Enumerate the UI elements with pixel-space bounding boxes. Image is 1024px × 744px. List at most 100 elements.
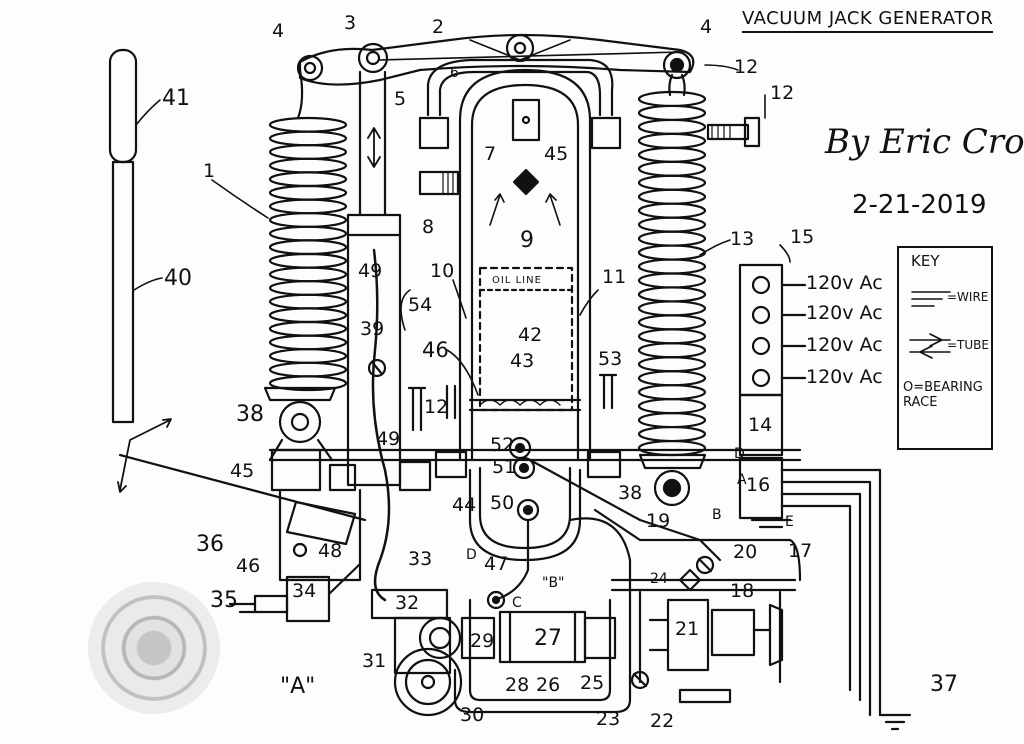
spring-coil: [637, 272, 707, 289]
outlet-strip: [738, 263, 784, 397]
spring-coil: [268, 198, 348, 215]
part-label-42: 42: [518, 324, 543, 346]
leader-54: [400, 289, 411, 331]
spring-coil: [268, 280, 348, 296]
diagram-date: 2-21-2019: [852, 190, 987, 220]
pivot-bearing-left: [296, 54, 324, 82]
spring-coil: [268, 375, 348, 392]
spring-coil: [637, 356, 707, 373]
motion-arrow-vertical: [367, 127, 381, 168]
pencil-41: [108, 48, 138, 164]
part-34-pivot: [292, 542, 308, 558]
diagram-title: VACUUM JACK GENERATOR: [742, 8, 994, 33]
part-35-lead: [228, 602, 257, 614]
part-label-51: 51: [492, 456, 517, 478]
part-label-25: 25: [580, 672, 605, 694]
notary-seal: [88, 582, 220, 714]
leader-11: [579, 289, 599, 316]
spring-coil: [268, 184, 348, 201]
spring-coil: [637, 342, 707, 359]
valve-20-slash: [697, 557, 713, 573]
spring-coil: [268, 293, 348, 310]
node-51: [512, 456, 536, 480]
part-34-link: [327, 562, 362, 596]
part-label-11: 11: [602, 266, 627, 288]
label-e: E: [785, 514, 794, 530]
outlet-1: [751, 275, 771, 295]
pivot-bearing-right-inner: [669, 57, 685, 73]
upper-tube-loop-inner: [438, 70, 602, 117]
spring-hook-left: [296, 68, 304, 120]
outlet-label-2: 120v Ac: [806, 302, 883, 324]
spring-coil: [268, 348, 348, 364]
spring-hook-right: [668, 73, 686, 97]
part-label-8: 8: [422, 216, 435, 238]
spring-coil: [637, 328, 707, 345]
coil-spring-left: [268, 116, 348, 392]
bolt-12-lower: [407, 386, 427, 432]
part-label-43: 43: [510, 350, 535, 372]
bolt-near-46: [445, 384, 457, 420]
part-label-5: 5: [394, 88, 407, 110]
spring-coil: [268, 252, 348, 269]
label-d2: D: [466, 547, 477, 563]
tube-fitting-left: [418, 116, 450, 150]
part-label-6: 6: [450, 65, 459, 81]
leader-15: [779, 244, 791, 263]
part-label-46-left: 46: [236, 555, 261, 577]
oil-line-label: OIL LINE: [492, 275, 542, 286]
node-50-dot: [522, 504, 534, 516]
bolt-12-thread: [711, 124, 731, 140]
vacuum-chamber-lower-inner: [478, 466, 572, 550]
coil-spring-right: [637, 90, 707, 457]
spring-coil: [637, 398, 707, 415]
spring-coil: [268, 239, 348, 256]
bolt-12-shaft: [706, 123, 750, 141]
part-label-2: 2: [432, 16, 445, 38]
part-24: [678, 568, 702, 592]
check-valve-39: [367, 358, 387, 378]
bolt-12-head: [743, 116, 761, 148]
pivot-bearing-left-inner: [303, 61, 317, 75]
part-label-30: 30: [460, 704, 485, 726]
upper-tube-loop: [426, 58, 614, 117]
spring-coil: [637, 216, 707, 233]
coupling-29: [460, 616, 496, 660]
part-label-4-left: 4: [272, 20, 285, 42]
spring-coil: [268, 171, 348, 188]
leader-46: [446, 349, 479, 396]
label-a: A: [737, 472, 747, 488]
part-17-coupler: [768, 603, 784, 667]
box-16: [738, 456, 784, 520]
pivot-bearing-center-left: [357, 42, 389, 74]
part-label-31: 31: [362, 650, 387, 672]
return-tube: [453, 517, 632, 714]
leader-1: [211, 179, 269, 219]
leader-40: [133, 277, 163, 291]
upper-return-tube: [593, 508, 802, 582]
part-label-13: 13: [730, 228, 755, 250]
part-label-3: 3: [344, 12, 357, 34]
spring-coil: [637, 300, 707, 317]
bolt-fitting-8: [418, 170, 460, 196]
leader-12-top: [704, 64, 739, 71]
outlet-4: [751, 368, 771, 388]
part-label-12-top: 12: [734, 56, 759, 78]
base-block-a: [328, 463, 357, 492]
spring-coil: [268, 144, 348, 160]
spring-coil: [268, 116, 348, 133]
part-label-16: 16: [746, 474, 771, 496]
bearing-race-right-inner: [662, 478, 682, 498]
part-label-47: 47: [484, 553, 509, 575]
outlet-leads: [780, 283, 807, 380]
pivot-bearing-center-inner: [513, 41, 527, 55]
outlet-label-3: 120v Ac: [806, 334, 883, 356]
ground-icon: [878, 713, 912, 731]
right-frame-rail: [610, 578, 797, 592]
node-47: [486, 590, 506, 610]
part-label-12-bolt: 12: [770, 82, 795, 104]
valve-20: [695, 555, 715, 575]
part-label-45-top: 45: [544, 143, 569, 165]
